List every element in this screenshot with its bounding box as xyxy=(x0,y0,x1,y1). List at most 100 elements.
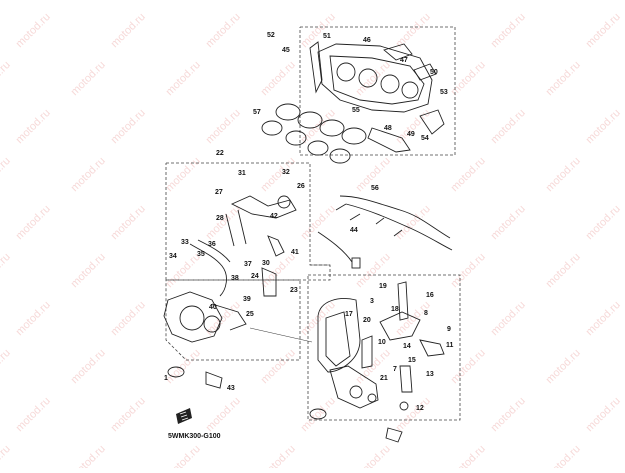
watermark-text: motod.ru xyxy=(69,59,108,98)
watermark-text: motod.ru xyxy=(204,107,243,146)
watermark-text: motod.ru xyxy=(449,59,488,98)
watermark-text: motod.ru xyxy=(299,203,338,242)
callout-label: 23 xyxy=(290,287,298,294)
callout-label: 18 xyxy=(391,306,399,313)
watermark-text: motod.ru xyxy=(0,347,13,386)
watermark-text: motod.ru xyxy=(204,395,243,434)
callout-label: 39 xyxy=(243,296,251,303)
callout-label: 7 xyxy=(393,366,397,373)
callout-label: 52 xyxy=(267,32,275,39)
watermark-text: motod.ru xyxy=(69,251,108,290)
callout-label: 14 xyxy=(403,343,411,350)
watermark-text: motod.ru xyxy=(0,251,13,290)
callout-label: 45 xyxy=(282,47,290,54)
watermark-text: motod.ru xyxy=(164,347,203,386)
watermark-text: motod.ru xyxy=(259,0,298,2)
watermark-text: motod.ru xyxy=(69,0,108,2)
callout-label: 37 xyxy=(244,261,252,268)
callout-label: 57 xyxy=(253,109,261,116)
callout-label: 54 xyxy=(421,135,429,142)
diagram-code: 5WMK300-G100 xyxy=(168,433,221,440)
watermark-text: motod.ru xyxy=(449,155,488,194)
callout-label: 15 xyxy=(408,357,416,364)
watermark-text: motod.ru xyxy=(14,203,53,242)
callout-label: 11 xyxy=(446,342,454,349)
callout-label: 16 xyxy=(426,292,434,299)
watermark-text: motod.ru xyxy=(489,395,528,434)
watermark-text: motod.ru xyxy=(544,251,583,290)
callout-label: 40 xyxy=(209,304,217,311)
watermark-text: motod.ru xyxy=(544,347,583,386)
callout-label: 8 xyxy=(424,310,428,317)
watermark-text: motod.ru xyxy=(109,203,148,242)
callout-label: 31 xyxy=(238,170,246,177)
callout-label: 32 xyxy=(282,169,290,176)
callout-label: 34 xyxy=(169,253,177,260)
callout-label: 47 xyxy=(400,57,408,64)
watermark-text: motod.ru xyxy=(0,155,13,194)
watermark-text: motod.ru xyxy=(394,11,433,50)
callout-label: 42 xyxy=(270,213,278,220)
watermark-text: motod.ru xyxy=(164,59,203,98)
watermark-text: motod.ru xyxy=(0,0,13,2)
watermark-text: motod.ru xyxy=(259,251,298,290)
watermark-text: motod.ru xyxy=(584,203,623,242)
fuel-rail-assembly xyxy=(189,195,297,297)
callout-label: 49 xyxy=(407,131,415,138)
throttle-body-assembly xyxy=(309,41,445,153)
callout-label: 25 xyxy=(246,311,254,318)
watermark-text: motod.ru xyxy=(109,107,148,146)
watermark-text: motod.ru xyxy=(14,107,53,146)
callout-label: 56 xyxy=(371,185,379,192)
watermark-text: motod.ru xyxy=(164,155,203,194)
watermark-text: motod.ru xyxy=(204,11,243,50)
callout-label: 53 xyxy=(440,89,448,96)
callout-label: 33 xyxy=(181,239,189,246)
callout-label: 1 xyxy=(164,375,168,382)
callout-label: 51 xyxy=(323,33,331,40)
injector-harness xyxy=(317,195,453,269)
callout-label: 35 xyxy=(197,251,205,258)
lower-right-assembly xyxy=(309,281,445,443)
lower-right-group-outline xyxy=(307,274,461,421)
watermark-text: motod.ru xyxy=(0,443,13,468)
watermark-text: motod.ru xyxy=(489,11,528,50)
watermark-text: motod.ru xyxy=(204,203,243,242)
watermark-text: motod.ru xyxy=(164,0,203,2)
callout-label: 36 xyxy=(208,241,216,248)
callout-label: 20 xyxy=(363,317,371,324)
watermark-text: motod.ru xyxy=(449,0,488,2)
watermark-text: motod.ru xyxy=(584,107,623,146)
watermark-text: motod.ru xyxy=(109,299,148,338)
callout-label: 10 xyxy=(378,339,386,346)
watermark-text: motod.ru xyxy=(354,251,393,290)
watermark-text: motod.ru xyxy=(544,0,583,2)
watermark-text: motod.ru xyxy=(489,203,528,242)
watermark-text: motod.ru xyxy=(544,155,583,194)
watermark-text: motod.ru xyxy=(544,59,583,98)
callout-label: 28 xyxy=(216,215,224,222)
callout-label: 22 xyxy=(216,150,224,157)
callout-label: 24 xyxy=(251,273,259,280)
callout-label: 44 xyxy=(350,227,358,234)
direction-icon xyxy=(176,408,192,424)
callout-label: 26 xyxy=(297,183,305,190)
watermark-text: motod.ru xyxy=(259,59,298,98)
watermark-text: motod.ru xyxy=(394,395,433,434)
callout-label: 9 xyxy=(447,326,451,333)
watermark-text: motod.ru xyxy=(299,395,338,434)
watermark-text: motod.ru xyxy=(0,59,13,98)
intake-joints xyxy=(261,103,367,164)
watermark-text: motod.ru xyxy=(449,251,488,290)
callout-label: 41 xyxy=(291,249,299,256)
callout-label: 3 xyxy=(370,298,374,305)
callout-label: 19 xyxy=(379,283,387,290)
watermark-text: motod.ru xyxy=(259,155,298,194)
callout-label: 27 xyxy=(215,189,223,196)
callout-label: 38 xyxy=(231,275,239,282)
watermark-text: motod.ru xyxy=(584,11,623,50)
